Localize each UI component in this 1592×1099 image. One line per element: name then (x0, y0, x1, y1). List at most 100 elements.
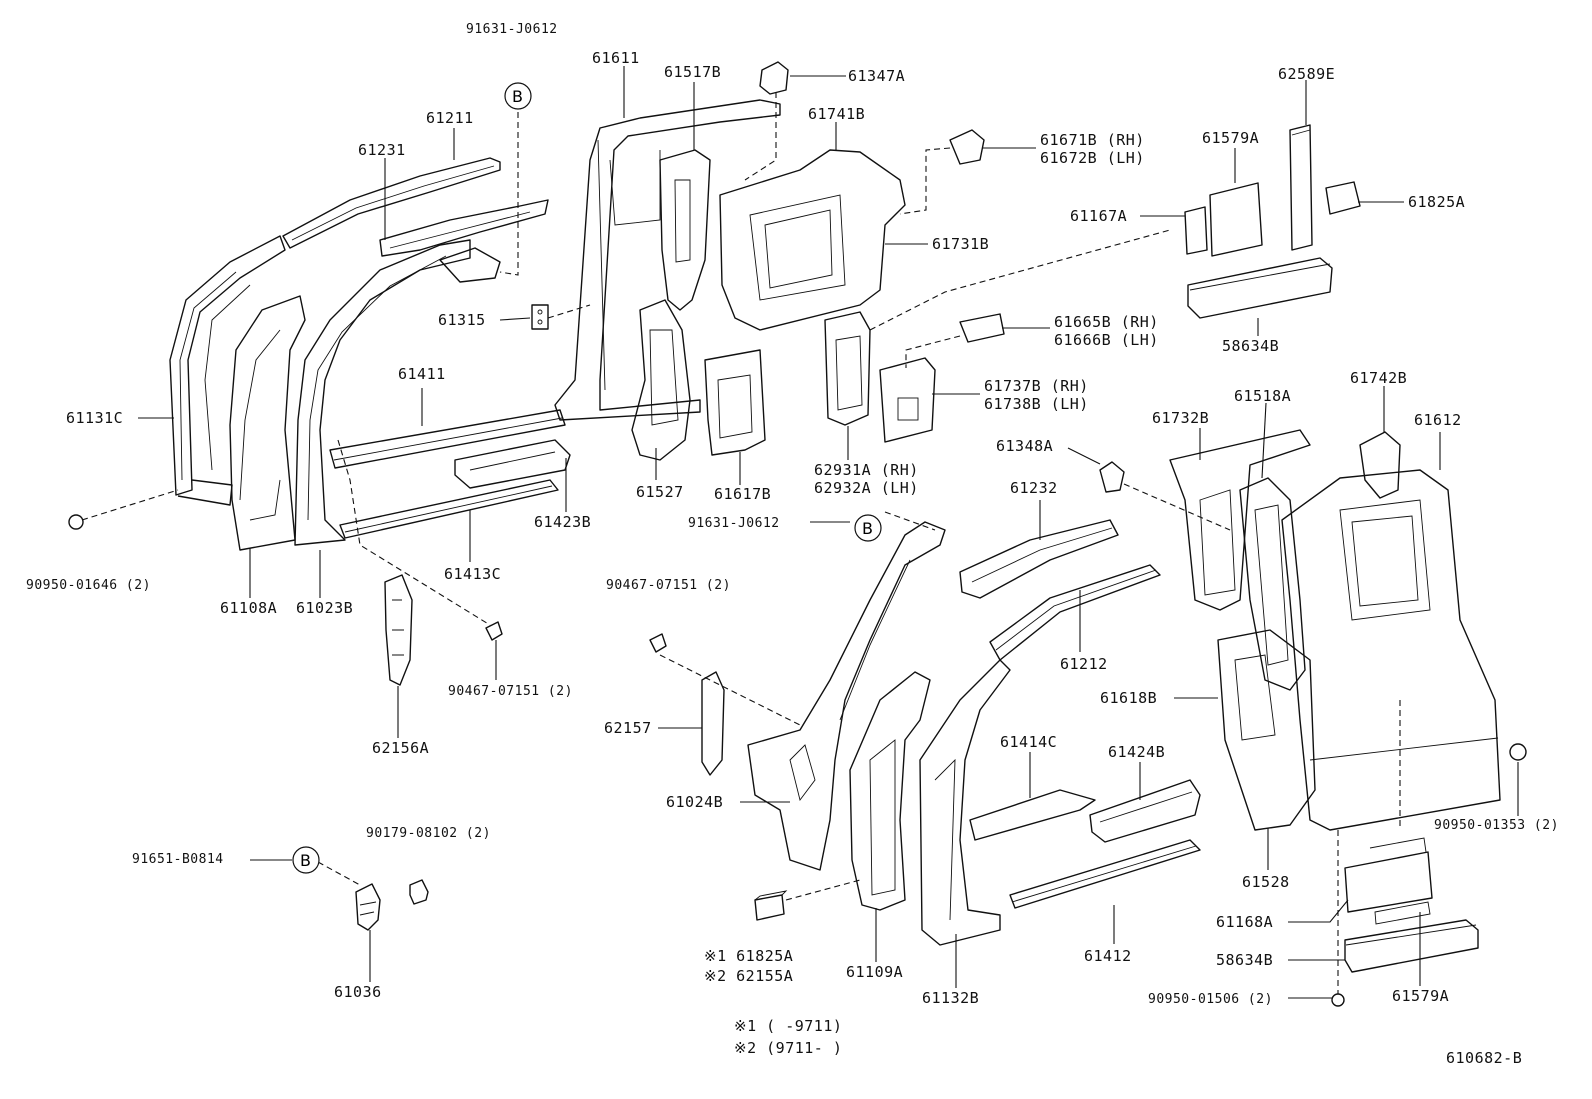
label-61527: 61527 (636, 483, 684, 501)
label-61517b: 61517B (664, 63, 722, 81)
pad-62589e (1289, 124, 1313, 251)
label-62931a: 62931A (RH) (814, 461, 919, 479)
a-pillar-inner-61023b (294, 239, 501, 546)
label-61424b: 61424B (1108, 743, 1166, 761)
label-61132b: 61132B (922, 989, 980, 1007)
sealer-58634b-bot (1344, 919, 1479, 973)
label-61579a-bot: 61579A (1392, 987, 1450, 1005)
label-61741b: 61741B (808, 105, 866, 123)
back-panel-lower-61617b (704, 349, 766, 456)
label-90467-07151-left: 90467-07151 (2) (606, 578, 731, 593)
pillar-61518a (1239, 477, 1306, 691)
label-61212: 61212 (1060, 655, 1108, 673)
cowl-side-61108a (229, 295, 306, 551)
label-61671b: 61671B (RH) (1040, 131, 1145, 149)
label-61231: 61231 (358, 141, 406, 159)
insulator-61579a-top (1209, 182, 1263, 257)
b-pillar-outer-61611 (554, 99, 781, 421)
label-61612: 61612 (1414, 411, 1462, 429)
rocker-61411 (329, 409, 566, 469)
dashed-refs (81, 92, 1401, 994)
clip-90950-01506 (1331, 993, 1345, 1007)
back-panel-61741b (719, 149, 906, 331)
label-90179-08102: 90179-08102 (2) (366, 826, 491, 841)
label-58634b-top: 58634B (1222, 337, 1280, 355)
label-58634b-bot: 58634B (1216, 951, 1274, 969)
bracket-62156a (384, 574, 413, 686)
label-61732b: 61732B (1152, 409, 1210, 427)
label-61348a: 61348A (996, 437, 1054, 455)
roof-rail-61211 (282, 157, 501, 249)
clip-61348a (1099, 461, 1125, 493)
ref-circle-top-text: B (512, 87, 523, 106)
ref-circle-bot: B (292, 846, 320, 874)
insulator-61167a (1184, 206, 1208, 255)
label-90950-01353: 90950-01353 (2) (1434, 818, 1559, 833)
label-62589e: 62589E (1278, 65, 1336, 83)
clip-90179-08102 (409, 879, 429, 905)
label-61036: 61036 (334, 983, 382, 1001)
bracket-62157 (701, 671, 725, 776)
label-91631-j0612-top: 91631-J0612 (466, 22, 558, 37)
label-90467-07151-right: 90467-07151 (2) (448, 684, 573, 699)
label-61024b: 61024B (666, 793, 724, 811)
label-61411: 61411 (398, 365, 446, 383)
label-61665b: 61665B (RH) (1054, 313, 1159, 331)
label-61108a: 61108A (220, 599, 278, 617)
rocker-61414c (969, 789, 1096, 841)
ref-circle-mid-text: B (862, 519, 873, 538)
label-61825a-top: 61825A (1408, 193, 1466, 211)
bracket-61424b (1089, 779, 1201, 843)
label-90950-01506: 90950-01506 (2) (1148, 992, 1273, 1007)
drawing-id: 610682-B (1446, 1049, 1523, 1067)
label-61211: 61211 (426, 109, 474, 127)
footnote-2: ※2 (9711- ) (734, 1039, 843, 1057)
pillar-62931a (824, 311, 871, 426)
label-61738b: 61738B (LH) (984, 395, 1089, 413)
label-61825a-bot: ※1 61825A (704, 947, 794, 965)
label-61666b: 61666B (LH) (1054, 331, 1159, 349)
label-61168a: 61168A (1216, 913, 1274, 931)
bracket-61665b (959, 313, 1005, 343)
clip-90950-01353 (1509, 743, 1527, 761)
insulator-61168a (1344, 837, 1433, 925)
striker-61036 (355, 883, 381, 931)
label-61109a: 61109A (846, 963, 904, 981)
pad-61825a-bot (754, 890, 788, 921)
label-61023b: 61023B (296, 599, 354, 617)
label-61315: 61315 (438, 311, 486, 329)
roof-rail-inner-61231 (379, 199, 549, 257)
rocker-outer-61412 (1009, 839, 1201, 909)
label-61347a: 61347A (848, 67, 906, 85)
label-61742b: 61742B (1350, 369, 1408, 387)
label-61414c: 61414C (1000, 733, 1058, 751)
label-61611: 61611 (592, 49, 640, 67)
label-62155a: ※2 62155A (704, 967, 794, 985)
ref-circle-top: B (504, 82, 532, 110)
roof-rail-inner-61232 (959, 519, 1119, 599)
clip-90467-07151-l (649, 633, 667, 653)
label-61672b: 61672B (LH) (1040, 149, 1145, 167)
bracket-61671b (949, 129, 985, 165)
rocker-outer-61413c (339, 479, 559, 539)
label-61413c: 61413C (444, 565, 502, 583)
label-61617b: 61617B (714, 485, 772, 503)
label-90950-01646: 90950-01646 (2) (26, 578, 151, 593)
label-61412: 61412 (1084, 947, 1132, 965)
a-pillar-61024b (747, 521, 946, 871)
footnote-1: ※1 ( -9711) (734, 1017, 843, 1035)
pad-61825a-top (1325, 181, 1361, 215)
panel-61618b (1217, 629, 1316, 831)
sealer-58634b-top (1187, 257, 1333, 319)
b-pillar-inner-61517b (659, 149, 711, 311)
ref-circle-mid: B (854, 514, 882, 542)
label-61618b: 61618B (1100, 689, 1158, 707)
bracket-61315 (531, 304, 549, 330)
leader-lines (138, 66, 1519, 999)
label-61131c: 61131C (66, 409, 124, 427)
drip-61742b (1359, 431, 1401, 499)
label-61579a-top: 61579A (1202, 129, 1260, 147)
rocker-bracket-61423b (454, 439, 571, 489)
